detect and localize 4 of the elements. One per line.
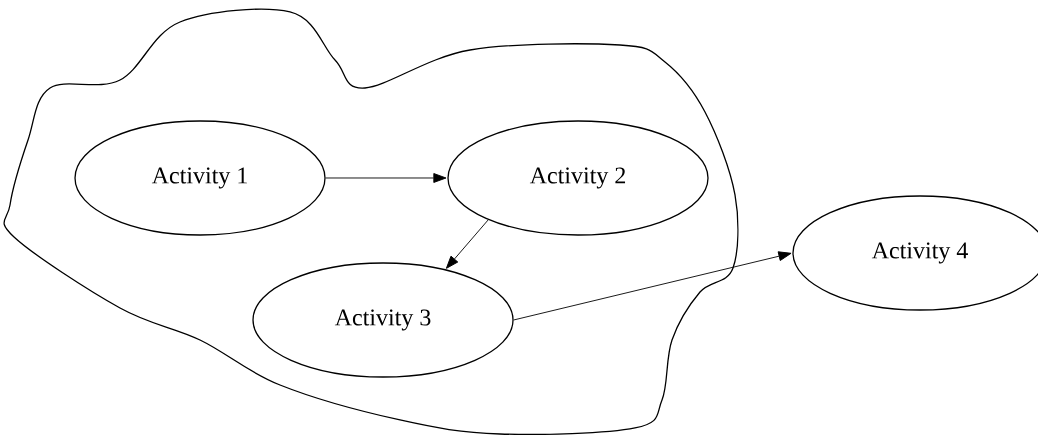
cloud-shape <box>3 8 739 435</box>
arrow <box>325 173 447 183</box>
arrow <box>445 219 489 269</box>
arrow <box>513 251 792 321</box>
